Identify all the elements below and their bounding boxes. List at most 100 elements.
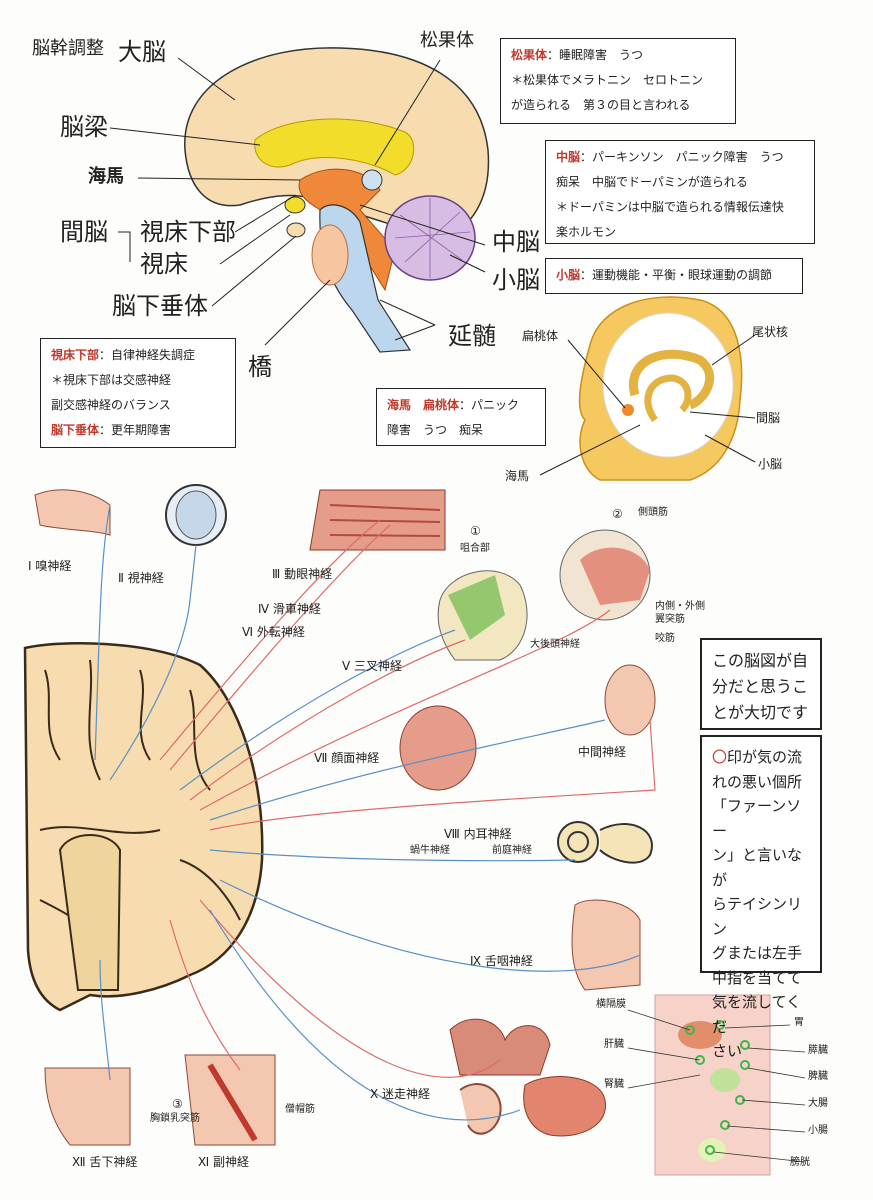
label-pterygoid: 内側・外側 xyxy=(655,601,705,612)
note1-l1: この脳図が自 xyxy=(712,651,809,670)
hypoglossal-head-image xyxy=(44,1067,131,1146)
note2-l4: ン」と言いなが xyxy=(712,846,803,889)
label-pineal: 松果体 xyxy=(420,30,474,51)
label-cerebellum: 小脳 xyxy=(492,266,540,294)
pons-shape xyxy=(311,224,349,286)
label-nerve-9: Ⅸ 舌咽神経 xyxy=(470,954,533,968)
label-bladder: 膀胱 xyxy=(790,1157,810,1168)
info-hippo-l2: 障害 うつ 痴呆 xyxy=(387,423,484,437)
label-cerebrum: 大脳 xyxy=(118,38,166,66)
note2-l6: グまたは左手 xyxy=(712,944,803,962)
info-box-cerebellum: 小脳：運動機能・平衡・眼球運動の調節 xyxy=(545,258,803,294)
label-pterygoid2: 翼突筋 xyxy=(655,614,685,625)
label-hippocampus: 海馬 xyxy=(88,166,124,187)
info-midbrain-title: 中脳 xyxy=(556,150,581,164)
info-box-pineal: 松果体：睡眠障害 うつ ＊松果体でメラトニン セロトニン が造られる 第３の目と… xyxy=(500,38,736,124)
label-hypothalamus: 視床下部 xyxy=(140,218,236,246)
label-stomach: 胃 xyxy=(794,1017,804,1028)
hippocampus-shape xyxy=(284,196,306,214)
intermediate-head-image xyxy=(604,664,656,736)
label-kidney: 腎臓 xyxy=(604,1079,624,1090)
label-pituitary: 脳下垂体 xyxy=(112,292,208,320)
label-trapezius: 僧帽筋 xyxy=(285,1104,315,1115)
note2-l2: れの悪い個所 xyxy=(712,772,803,791)
info-pineal-l3: が造られる 第３の目と言われる xyxy=(511,98,691,112)
label-limbic-hippocampus: 海馬 xyxy=(505,469,530,483)
note2-l5: らテイシンリン xyxy=(712,895,803,938)
info-hypo-l1: ：自律神経失調症 xyxy=(99,348,196,362)
label-small-intestine: 小腸 xyxy=(808,1125,828,1136)
info-hypo-l3: 副交感神経のバランス xyxy=(51,398,171,412)
brainstem-base xyxy=(58,834,122,991)
glossopharyngeal-head-image xyxy=(571,899,641,991)
label-nerve-4: Ⅳ 滑車神経 xyxy=(258,602,321,616)
label-amygdala: 扁桃体 xyxy=(522,329,559,343)
label-cochlear: 蝸牛神経 xyxy=(410,845,450,856)
note2-circle: 〇 xyxy=(712,748,728,766)
info-pineal-l1: ：睡眠障害 うつ xyxy=(547,48,644,62)
label-nerve-10: Ⅹ 迷走神経 xyxy=(370,1087,431,1101)
caudate-shape xyxy=(628,349,715,410)
label-diaphragm: 横隔膜 xyxy=(596,999,626,1010)
thoracic-organs-image xyxy=(449,1018,551,1076)
label-vestibular: 前庭神経 xyxy=(492,845,532,856)
label-intermediate: 中間神経 xyxy=(578,745,627,759)
info-pineal-title: 松果体 xyxy=(511,48,548,62)
label-diencephalon: 間脳 xyxy=(60,218,108,246)
label-corpus-callosum: 脳梁 xyxy=(60,113,108,141)
info-hypo-title2: 脳下垂体 xyxy=(51,423,100,437)
info-hypo-l4: ：更年期障害 xyxy=(99,423,172,437)
label-limbic-diencephalon: 間脳 xyxy=(756,411,781,425)
label-thalamus: 視床 xyxy=(140,250,188,278)
label-nerve-7: Ⅶ 顔面神経 xyxy=(314,751,380,765)
note1-l3: とが大切です xyxy=(712,703,809,722)
note2-l8: 気を流してくだ xyxy=(712,993,802,1036)
label-masseter: 咬筋 xyxy=(655,633,675,644)
info-box-hypothalamus: 視床下部：自律神経失調症 ＊視床下部は交感神経 副交感神経のバランス 脳下垂体：… xyxy=(40,338,236,448)
note2-l7: 中指を当てて xyxy=(712,968,803,987)
info-cerebellum-title: 小脳 xyxy=(556,268,581,282)
label-pancreas: 膵臓 xyxy=(808,1045,828,1056)
info-box-hippocampus: 海馬 扁桃体：パニック 障害 うつ 痴呆 xyxy=(376,388,546,446)
facial-muscles-image xyxy=(399,705,477,791)
info-cerebellum-l1: ：運動機能・平衡・眼球運動の調節 xyxy=(580,268,773,282)
nose-image xyxy=(34,489,111,536)
label-occipital-nerve: 大後頭神経 xyxy=(530,639,580,650)
label-brainstem-adjust: 脳幹調整 xyxy=(32,38,104,59)
corpus-callosum-shape xyxy=(254,118,415,176)
info-midbrain-l3: ＊ドーパミンは中脳で造られる情報伝達快 xyxy=(556,200,784,214)
label-nerve-6: Ⅵ 外転神経 xyxy=(242,625,305,639)
label-spleen: 脾臓 xyxy=(808,1071,828,1082)
brain-white xyxy=(602,312,734,458)
label-circle-1: ① xyxy=(470,524,481,538)
note-box-instructions: 〇印が気の流 れの悪い個所 「ファーンソー ン」と言いなが らテイシンリン グま… xyxy=(700,735,822,1060)
label-large-intestine: 大腸 xyxy=(808,1098,828,1109)
label-nerve-5: Ⅴ 三叉神経 xyxy=(342,659,403,673)
inner-ear-image xyxy=(557,821,653,864)
label-sternocleido: 胸鎖乳突筋 xyxy=(150,1113,200,1124)
label-limbic-cerebellum: 小脳 xyxy=(758,457,783,471)
info-hypo-title: 視床下部 xyxy=(51,348,100,362)
label-nerve-3: Ⅲ 動眼神経 xyxy=(272,567,333,581)
pituitary-shape xyxy=(286,222,306,238)
note-box-importance: この脳図が自 分だと思うこ とが大切です xyxy=(700,638,822,730)
intestines-image xyxy=(523,1076,606,1137)
label-temporalis: 側頭筋 xyxy=(638,507,668,518)
info-box-midbrain: 中脳：パーキンソン パニック障害 うつ 痴呆 中脳でドーパミンが造られる ＊ドー… xyxy=(545,140,815,244)
info-hypo-l2: ＊視床下部は交感神経 xyxy=(51,373,172,387)
note2-l3: 「ファーンソー xyxy=(712,797,802,840)
note2-l9: さい xyxy=(712,1042,743,1060)
label-nerve-12: Ⅻ 舌下神経 xyxy=(72,1155,138,1169)
note1-l2: 分だと思うこ xyxy=(712,677,809,696)
label-circle-3: ③ xyxy=(172,1097,183,1111)
info-midbrain-l2: 痴呆 中脳でドーパミンが造られる xyxy=(556,175,748,189)
label-nerve-1: Ⅰ 嗅神経 xyxy=(28,559,72,573)
ear-outer-image xyxy=(459,1083,502,1135)
label-medulla: 延髄 xyxy=(448,322,496,350)
label-pons: 橋 xyxy=(248,353,272,381)
info-pineal-l2: ＊松果体でメラトニン セロトニン xyxy=(511,73,704,87)
info-midbrain-l1: ：パーキンソン パニック障害 うつ xyxy=(580,150,784,164)
info-hippo-l1: ：パニック xyxy=(459,398,520,412)
